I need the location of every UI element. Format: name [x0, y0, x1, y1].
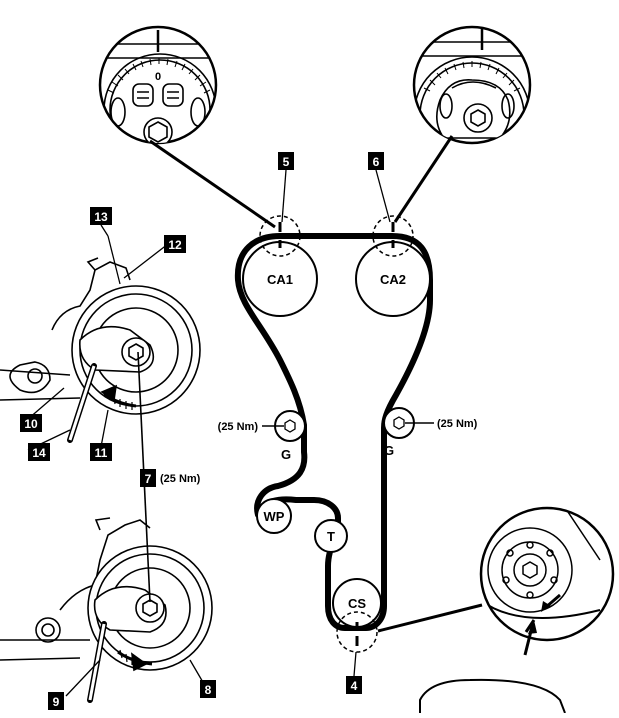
- camshaft-pulley-ca2: CA2: [355, 241, 431, 317]
- svg-text:4: 4: [351, 679, 358, 693]
- callout-5: 5: [278, 152, 294, 223]
- callout-14: 14: [28, 443, 50, 461]
- callout-4: 4: [346, 651, 362, 694]
- tensioner-bolt-torque: (25 Nm): [160, 473, 201, 485]
- camshaft-pulley-ca1: CA1: [242, 241, 318, 317]
- callout-6: 6: [368, 152, 391, 223]
- svg-text:7: 7: [145, 472, 152, 486]
- tensioner-label: T: [327, 529, 335, 544]
- inset-crankshaft-detail: [377, 506, 615, 656]
- callout-10: 10: [20, 414, 42, 432]
- guide-pulley-right: G (25 Nm): [383, 407, 478, 458]
- crankshaft-timing-mark: [336, 611, 378, 653]
- water-pump-pulley: WP: [256, 498, 292, 534]
- timing-belt: [234, 233, 433, 631]
- svg-text:11: 11: [95, 446, 108, 460]
- inset-ca2-detail: [393, 25, 532, 223]
- svg-text:6: 6: [373, 155, 380, 169]
- tensioner-detail-upper: [0, 235, 201, 453]
- svg-text:10: 10: [24, 417, 38, 431]
- ca2-label: CA2: [380, 272, 406, 287]
- guide-right-label: G: [384, 443, 394, 458]
- guide-left-label: G: [281, 447, 291, 462]
- crankshaft-label: CS: [348, 596, 366, 611]
- callout-13: 13: [90, 207, 112, 237]
- crankshaft-pulley: CS: [332, 578, 382, 628]
- svg-text:14: 14: [32, 446, 46, 460]
- water-pump-label: WP: [264, 509, 285, 524]
- svg-text:9: 9: [53, 695, 60, 709]
- tensioner-detail-lower: [0, 517, 213, 703]
- partial-component-outline: [419, 678, 566, 714]
- ca1-label: CA1: [267, 272, 293, 287]
- ca1-zero-mark: 0: [155, 71, 161, 83]
- ca2-timing-mark: [372, 215, 414, 257]
- callout-9: 9: [48, 692, 64, 710]
- callout-12: 12: [164, 235, 186, 253]
- guide-left-torque: (25 Nm): [218, 421, 259, 433]
- callout-11: 11: [90, 443, 112, 461]
- guide-pulley-left: G (25 Nm): [218, 410, 306, 462]
- svg-text:13: 13: [94, 210, 108, 224]
- callout-7: 7 (25 Nm): [140, 469, 201, 487]
- svg-text:5: 5: [283, 155, 290, 169]
- svg-text:12: 12: [168, 238, 182, 252]
- svg-text:8: 8: [205, 683, 212, 697]
- tensioner-pulley: T: [314, 519, 348, 553]
- inset-ca1-detail: 0: [98, 25, 276, 229]
- ca1-timing-mark: [259, 215, 301, 257]
- guide-right-torque: (25 Nm): [437, 418, 478, 430]
- callout-8: 8: [200, 680, 216, 698]
